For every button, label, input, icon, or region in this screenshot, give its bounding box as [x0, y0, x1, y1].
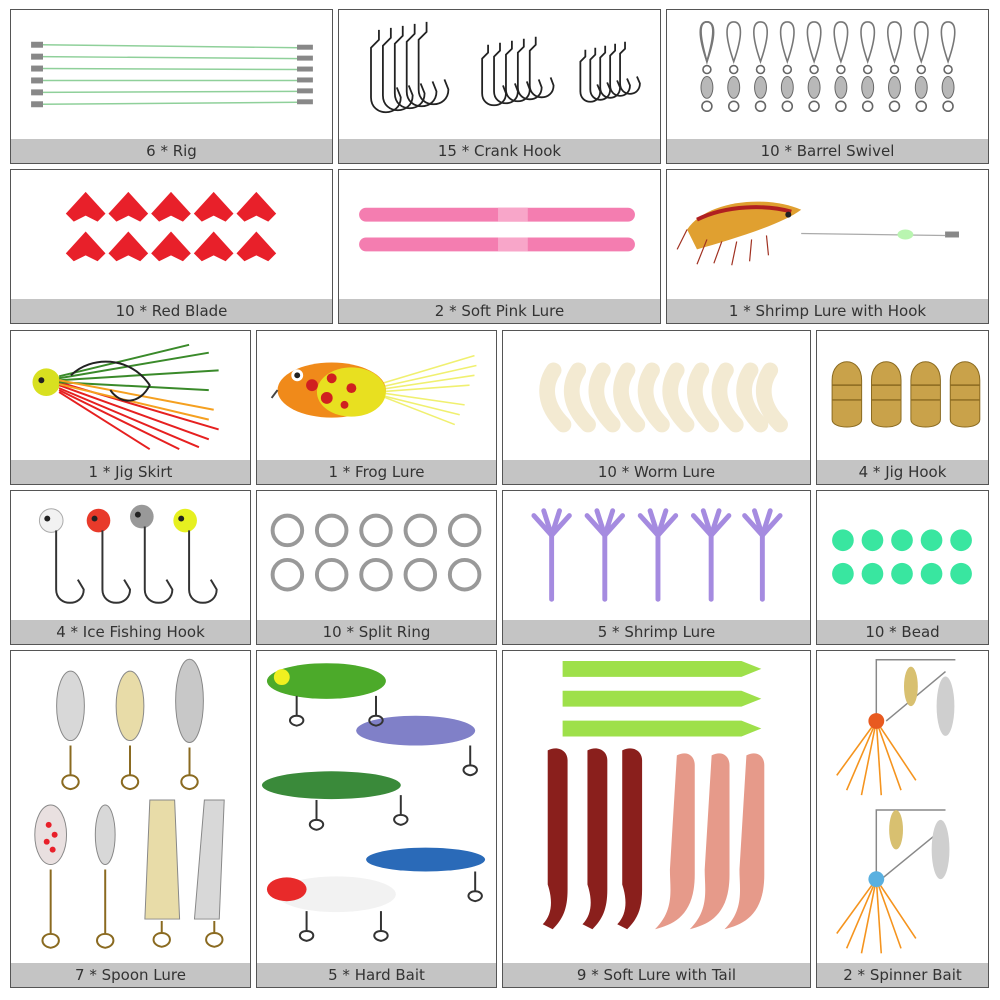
caption-red-blade: 10 * Red Blade [11, 299, 332, 323]
product-cell-bead: 10 * Bead [816, 490, 989, 645]
caption-ice-fishing-hook: 4 * Ice Fishing Hook [11, 620, 250, 644]
split-ring-icon [270, 513, 482, 592]
product-cell-barrel-swivel: 10 * Barrel Swivel [666, 9, 989, 164]
spinner-bait-image [817, 651, 988, 963]
caption-spinner-bait: 2 * Spinner Bait [817, 963, 988, 987]
hook-icon [370, 21, 641, 113]
caption-soft-pink-lure: 2 * Soft Pink Lure [339, 299, 660, 323]
product-cell-shrimp-lure-hook: 1 * Shrimp Lure with Hook [666, 169, 989, 324]
rig-icon [31, 41, 313, 108]
product-cell-ice-fishing-hook: 4 * Ice Fishing Hook [10, 490, 251, 645]
worm-lure-image [503, 331, 810, 460]
soft-pink-lure-image [339, 170, 660, 299]
spinner-icon [836, 658, 956, 954]
barrel-swivel-image [667, 10, 988, 139]
ice-hook-icon [38, 504, 218, 604]
product-cell-rig: 6 * Rig [10, 9, 333, 164]
jig-skirt-icon [32, 343, 219, 451]
product-cell-crank-hook: 15 * Crank Hook [338, 9, 661, 164]
product-cell-split-ring: 10 * Split Ring [256, 490, 497, 645]
caption-split-ring: 10 * Split Ring [257, 620, 496, 644]
product-cell-soft-pink-lure: 2 * Soft Pink Lure [338, 169, 661, 324]
soft-lure-icon [542, 660, 765, 930]
caption-shrimp-lure: 5 * Shrimp Lure [503, 620, 810, 644]
red-blade-image [11, 170, 332, 299]
rig-image [11, 10, 332, 139]
crank-hook-image [339, 10, 660, 139]
red-blade-icon [65, 191, 277, 262]
caption-hard-bait: 5 * Hard Bait [257, 963, 496, 987]
shrimp-lure-image [503, 491, 810, 620]
product-cell-hard-bait: 5 * Hard Bait [256, 650, 497, 988]
caption-jig-hook: 4 * Jig Hook [817, 460, 988, 484]
jig-skirt-image [11, 331, 250, 460]
purple-shrimp-icon [531, 508, 783, 602]
product-cell-soft-lure-tail: 9 * Soft Lure with Tail [502, 650, 811, 988]
spoon-lure-image [11, 651, 250, 963]
split-ring-image [257, 491, 496, 620]
product-cell-spoon-lure: 7 * Spoon Lure [10, 650, 251, 988]
caption-barrel-swivel: 10 * Barrel Swivel [667, 139, 988, 163]
caption-bead: 10 * Bead [817, 620, 988, 644]
caption-shrimp-lure-hook: 1 * Shrimp Lure with Hook [667, 299, 988, 323]
caption-jig-skirt: 1 * Jig Skirt [11, 460, 250, 484]
bead-icon [832, 529, 972, 585]
worm-icon [539, 362, 788, 433]
caption-rig: 6 * Rig [11, 139, 332, 163]
product-cell-spinner-bait: 2 * Spinner Bait [816, 650, 989, 988]
frog-lure-image [257, 331, 496, 460]
product-cell-shrimp-lure: 5 * Shrimp Lure [502, 490, 811, 645]
hard-bait-image [257, 651, 496, 963]
shrimp-lure-hook-image [667, 170, 988, 299]
pink-worm-icon [359, 207, 635, 252]
jig-hook-icon [831, 361, 981, 428]
product-cell-red-blade: 10 * Red Blade [10, 169, 333, 324]
spoon-icon [34, 658, 225, 949]
soft-lure-tail-image [503, 651, 810, 963]
caption-crank-hook: 15 * Crank Hook [339, 139, 660, 163]
product-cell-jig-skirt: 1 * Jig Skirt [10, 330, 251, 485]
caption-frog-lure: 1 * Frog Lure [257, 460, 496, 484]
hard-bait-icon [261, 663, 486, 942]
product-cell-jig-hook: 4 * Jig Hook [816, 330, 989, 485]
jig-hook-image [817, 331, 988, 460]
caption-spoon-lure: 7 * Spoon Lure [11, 963, 250, 987]
swivel-icon [699, 21, 956, 113]
product-cell-frog-lure: 1 * Frog Lure [256, 330, 497, 485]
product-cell-worm-lure: 10 * Worm Lure [502, 330, 811, 485]
shrimp-icon [676, 201, 959, 266]
ice-fishing-hook-image [11, 491, 250, 620]
bead-image [817, 491, 988, 620]
caption-worm-lure: 10 * Worm Lure [503, 460, 810, 484]
caption-soft-lure-tail: 9 * Soft Lure with Tail [503, 963, 810, 987]
frog-icon [270, 354, 477, 426]
